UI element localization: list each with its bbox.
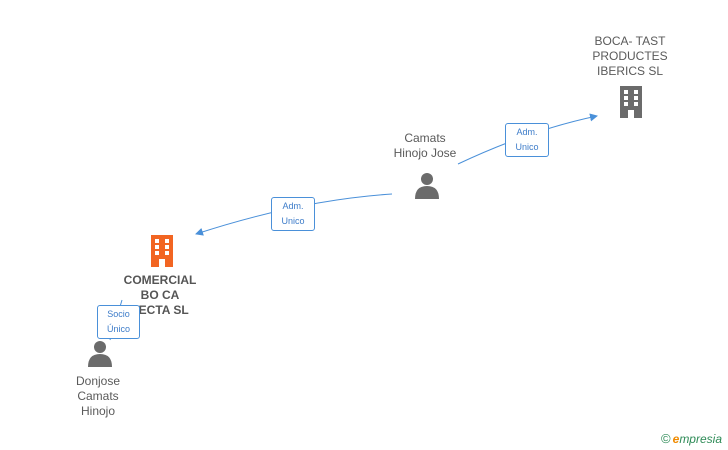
copyright-symbol: © xyxy=(661,431,671,446)
person-icon[interactable] xyxy=(413,171,441,204)
person-icon[interactable] xyxy=(86,339,114,372)
brand-name: mpresia xyxy=(679,432,722,446)
company-label-bocatast[interactable]: BOCA- TAST PRODUCTES IBERICS SL xyxy=(592,34,668,78)
person-label-camats[interactable]: Camats Hinojo Jose xyxy=(393,131,457,160)
company-label-comercial[interactable]: COMERCIAL BO CA LECTA SL xyxy=(123,273,197,317)
edge-badge-adm-unico[interactable]: Adm. Unico xyxy=(505,123,549,157)
building-icon[interactable] xyxy=(616,84,646,125)
person-label-donjose[interactable]: Donjose Camats Hinojo xyxy=(75,374,121,418)
edge-badge-socio-unico[interactable]: Socio Único xyxy=(97,305,140,339)
building-icon[interactable] xyxy=(147,233,177,274)
brand-initial: e xyxy=(672,432,680,446)
brand-logo[interactable]: ©empresia xyxy=(661,431,722,446)
edge-badge-adm-unico[interactable]: Adm. Unico xyxy=(271,197,315,231)
